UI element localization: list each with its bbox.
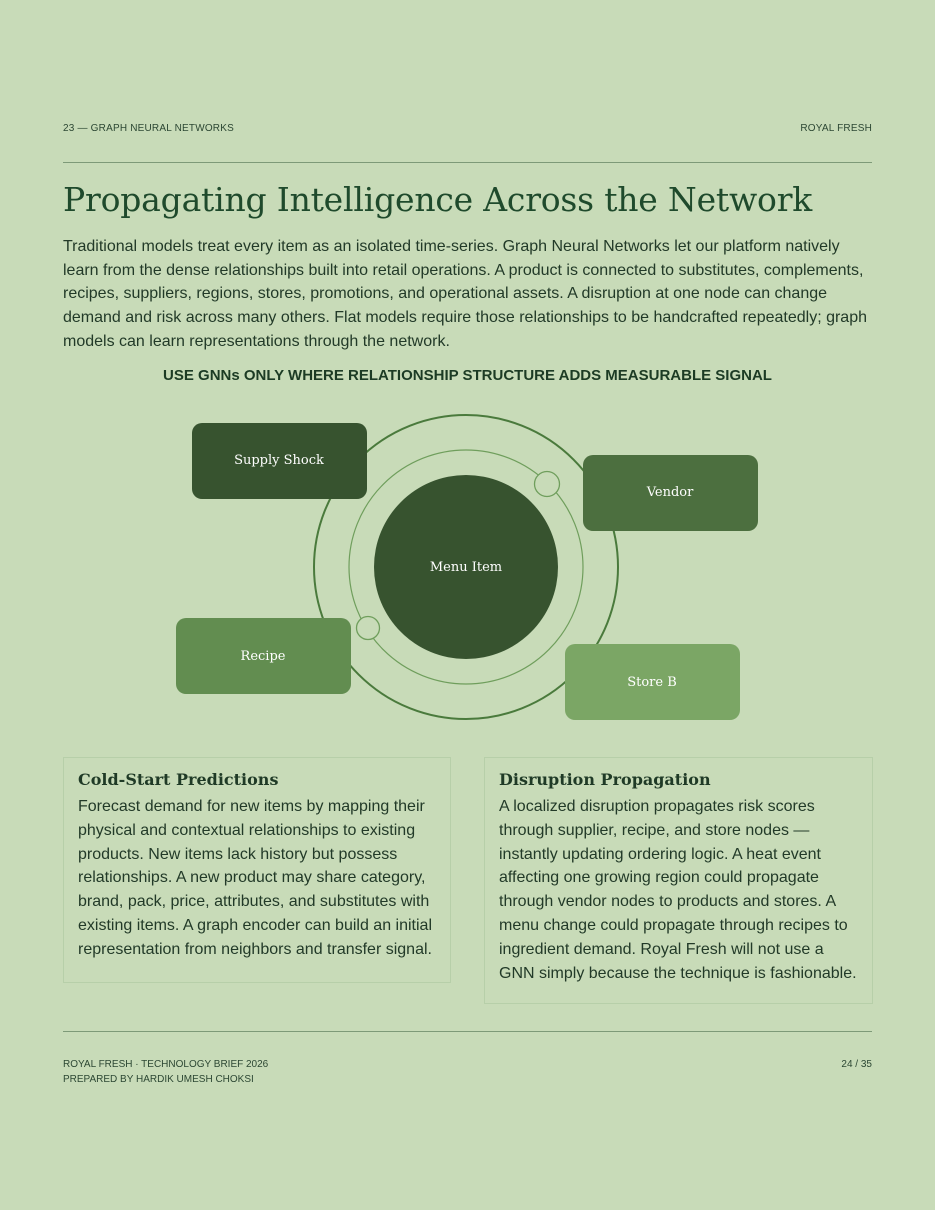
disruption-title: Disruption Propagation <box>499 770 711 789</box>
footer-brand-line: ROYAL FRESH · TECHNOLOGY BRIEF 2026 <box>63 1059 269 1070</box>
center-node <box>374 475 558 659</box>
intro-paragraph: Traditional models treat every item as a… <box>63 238 867 350</box>
node-vendor-label: Vendor <box>646 485 694 500</box>
brand-label: ROYAL FRESH <box>800 123 872 134</box>
page-number: 24 / 35 <box>841 1059 872 1070</box>
document-page: 23 — GRAPH NEURAL NETWORKS ROYAL FRESH P… <box>63 0 873 1210</box>
section-label: 23 — GRAPH NEURAL NETWORKS <box>63 123 234 134</box>
network-diagram: Menu Item Supply Shock Vendor Recipe Sto… <box>176 414 758 720</box>
cold-start-title: Cold-Start Predictions <box>78 770 279 789</box>
node-vendor <box>583 455 758 531</box>
node-recipe <box>176 618 351 694</box>
node-store-b <box>565 644 740 720</box>
orbit-node-left <box>355 615 381 641</box>
cold-start-body: Forecast demand for new items by mapping… <box>78 798 432 958</box>
page-title: Propagating Intelligence Across the Netw… <box>63 180 813 219</box>
cold-start-card: Cold-Start Predictions Forecast demand f… <box>63 757 451 983</box>
center-node-label: Menu Item <box>430 560 502 575</box>
disruption-body: A localized disruption propagates risk s… <box>499 798 857 982</box>
footer-author-line: PREPARED BY HARDIK UMESH CHOKSI <box>63 1074 254 1085</box>
footer-divider <box>63 1031 872 1032</box>
node-recipe-label: Recipe <box>241 649 286 664</box>
node-supply-shock-label: Supply Shock <box>234 453 324 468</box>
orbit-node-top <box>533 470 561 498</box>
header-divider <box>63 162 872 163</box>
outer-ring <box>313 414 619 720</box>
node-supply-shock <box>192 423 367 499</box>
inner-ring <box>348 449 584 685</box>
node-store-b-label: Store B <box>627 675 677 690</box>
disruption-card: Disruption Propagation A localized disru… <box>484 757 873 1004</box>
diagram-heading: USE GNNs ONLY WHERE RELATIONSHIP STRUCTU… <box>163 367 772 384</box>
